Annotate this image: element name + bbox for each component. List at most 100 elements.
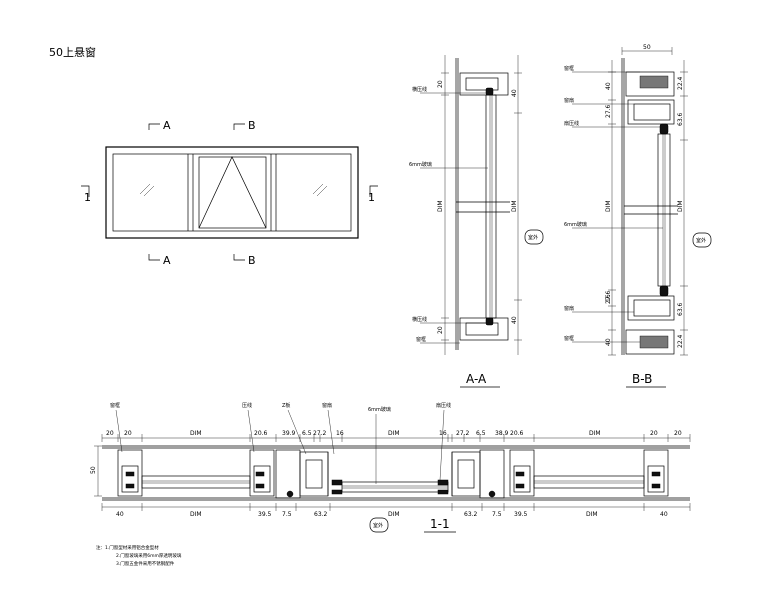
bb-dim-left-4: 16	[605, 294, 612, 302]
bb-outside-stamp: 室外	[692, 232, 712, 248]
s11-top-dim-15: 20	[650, 430, 658, 437]
s11-top-dim-12: 38.9	[495, 430, 509, 437]
svg-text:1: 1	[368, 191, 375, 204]
s11-top-dim-9: 16	[439, 430, 447, 437]
section-mark-b-top: B	[233, 119, 256, 132]
bb-label-1: 窗扇	[564, 97, 574, 104]
notes: 注：1.门窗型材采用铝合金型材 2.门窗玻璃采用6mm厚透明玻璃 3.门窗五金件…	[96, 544, 182, 567]
bb-dim-left-0: 40	[605, 82, 612, 90]
section-aa: 20 DIM 20 40 DIM 40 横压线 6mm玻璃	[409, 55, 544, 388]
s11-callout-2: Z板	[282, 402, 290, 409]
s11-callouts: 窗框 压线 Z板 窗扇 6mm玻璃 扇压线	[110, 402, 451, 413]
s11-bottom-dim-6: 63.2	[464, 511, 478, 518]
window-elevation	[105, 146, 359, 239]
bb-label-4: 窗扇	[564, 305, 574, 312]
s11-top-dim-6: 27.2	[313, 430, 327, 437]
s11-callout-5: 扇压线	[436, 402, 451, 409]
aa-dim-bottom: 20	[437, 326, 444, 334]
s11-top-dim-13: 20.6	[510, 430, 524, 437]
svg-text:A: A	[163, 119, 171, 132]
aa-label-strip-bottom: 横压线	[412, 316, 427, 323]
svg-text:室外: 室外	[528, 234, 538, 241]
note-2: 2.门窗玻璃采用6mm厚透明玻璃	[116, 552, 182, 559]
bb-dim-right-3: 63.6	[677, 302, 684, 316]
svg-text:室外: 室外	[373, 522, 383, 529]
s11-callout-3: 窗扇	[322, 402, 332, 409]
s11-bottom-ticks	[101, 503, 691, 511]
s11-top-dim-3: 20.6	[254, 430, 268, 437]
s11-top-ticks	[101, 434, 691, 442]
section-mark-1-left: 1	[81, 185, 91, 204]
s11-top-dim-2: DIM	[190, 430, 202, 437]
note-1: 注：1.门窗型材采用铝合金型材	[96, 544, 159, 551]
bb-dim-right-2: DIM	[677, 200, 684, 212]
aa-dim-middle-side: DIM	[511, 200, 518, 212]
s11-top-dim-16: 20	[674, 430, 682, 437]
note-3: 3.门窗五金件采用不锈钢配件	[116, 560, 175, 567]
s11-bottom-dim-7: 7.5	[492, 511, 502, 518]
bb-label-0: 窗框	[564, 65, 574, 72]
aa-dim-top-side: 40	[511, 89, 518, 97]
s11-bottom-dim-3: 7.5	[282, 511, 292, 518]
svg-text:室外: 室外	[696, 237, 706, 244]
s11-top-dim-1: 20	[124, 430, 132, 437]
bb-label-3: 6mm玻璃	[564, 221, 587, 228]
s11-top-dim-14: DIM	[589, 430, 601, 437]
s11-bottom-dim-4: 63.2	[314, 511, 328, 518]
s11-callout-0: 窗框	[110, 402, 120, 409]
s11-top-dim-7: 16	[336, 430, 344, 437]
aa-label-glass: 6mm玻璃	[409, 161, 432, 168]
bb-width-dim: 50	[643, 44, 651, 51]
glass-hatch-right	[312, 183, 328, 197]
glass-hatch-left	[139, 183, 155, 197]
bb-dim-right-1: 63.6	[677, 112, 684, 126]
aa-dim-top: 20	[437, 80, 444, 88]
drawing-title: 50上悬窗	[49, 45, 96, 59]
s11-callout-4: 6mm玻璃	[368, 406, 391, 413]
s11-top-dim-5: 6.5	[302, 430, 312, 437]
bb-dim-left-3: 27.6	[605, 290, 612, 304]
s11-bottom-dim-5: DIM	[388, 511, 400, 518]
section-mark-b-bottom: B	[233, 254, 256, 267]
section-mark-1-right: 1	[368, 185, 378, 204]
s11-bottom-dim-9: DIM	[586, 511, 598, 518]
svg-text:B: B	[248, 254, 256, 267]
s11-callout-1: 压线	[242, 402, 252, 409]
bb-dim-left-1: 27.6	[605, 104, 612, 118]
s11-bottom-dim-0: 40	[116, 511, 124, 518]
bb-label-5: 窗框	[564, 335, 574, 342]
s11-top-dim-4: 39.9	[282, 430, 296, 437]
svg-text:1: 1	[84, 191, 91, 204]
s11-bottom-dim-8: 39.5	[514, 511, 528, 518]
s11-top-dim-11: 6.5	[476, 430, 486, 437]
svg-text:A: A	[163, 254, 171, 267]
bb-title: B-B	[632, 372, 652, 386]
bb-dim-right-0: 22.4	[677, 76, 684, 90]
section-mark-a-bottom: A	[148, 254, 171, 267]
s11-title: 1-1	[430, 517, 450, 531]
aa-outside-stamp: 室外	[524, 229, 544, 245]
s11-top-dim-0: 20	[106, 430, 114, 437]
bb-label-2: 扇压线	[564, 120, 579, 127]
hopper-opening-symbol	[198, 156, 267, 229]
aa-label-strip-top: 横压线	[412, 86, 427, 93]
bb-dim-right-4: 22.4	[677, 334, 684, 348]
section-mark-a-top: A	[148, 119, 171, 132]
s11-bottom-dim-10: 40	[660, 511, 668, 518]
s11-top-dim-8: DIM	[388, 430, 400, 437]
aa-dim-middle: DIM	[437, 200, 444, 212]
s11-height-dim: 50	[90, 466, 97, 474]
aa-title: A-A	[466, 372, 487, 386]
aa-dim-bottom-side: 40	[511, 316, 518, 324]
svg-text:B: B	[248, 119, 256, 132]
s11-outside-stamp: 室外	[369, 517, 389, 533]
s11-bottom-dim-2: 39.5	[258, 511, 272, 518]
